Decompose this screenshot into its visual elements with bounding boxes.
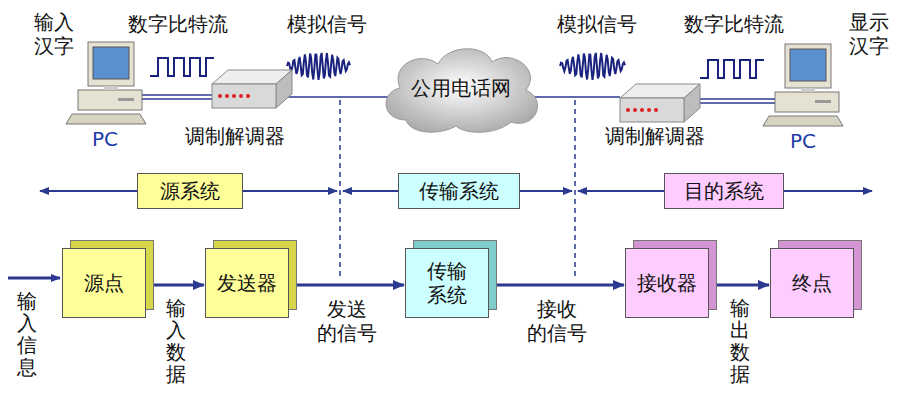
node-text: 公用电话网 [411,76,511,100]
cloud-node: 公用电话网 [376,40,546,135]
pc-icon [66,42,146,124]
text-label: 输入 汉字 [33,10,75,58]
flow-arrow [146,284,204,287]
system-tag: 传输系统 [398,173,520,209]
pc-icon [763,44,843,126]
text-label: 输入信息 [17,290,37,378]
digital-wave [150,58,214,76]
process-box: 传输 系统 [405,248,489,318]
text-label: 模拟信号 [287,12,367,36]
text-label: PC [92,127,118,151]
flow-arrow [289,284,404,287]
analog-wave [287,53,350,80]
node-text: 发送器 [217,271,277,295]
node-text: 传输 系统 [425,259,469,307]
node-text: 终点 [792,271,832,295]
text-label: 显示 汉字 [848,10,890,58]
node-text: 目的系统 [684,179,764,203]
node-text: 接收器 [637,271,697,295]
input-arrow [8,277,60,280]
flow-arrow [489,284,624,287]
text-label: 调制解调器 [185,124,285,148]
text-label: 调制解调器 [605,124,705,148]
modem-icon [212,70,292,108]
edge-label: 输入数据 [166,297,186,385]
modem-icon [620,84,700,122]
edge-label: 输出数据 [730,297,750,385]
digital-wave [700,60,764,78]
analog-wave [560,53,625,80]
flow-arrow [709,284,769,287]
node-text: 源点 [84,271,124,295]
system-tag: 源系统 [137,173,243,209]
text-label: PC [790,129,816,153]
text-label: 模拟信号 [557,12,637,36]
edge-label: 接收 的信号 [525,297,589,345]
process-box: 终点 [770,248,854,318]
node-text: 传输系统 [419,179,499,203]
text-label: 数字比特流 [128,12,228,36]
process-box: 接收器 [625,248,709,318]
process-box: 发送器 [205,248,289,318]
text-label: 数字比特流 [684,12,784,36]
edge-label: 发送 的信号 [315,297,379,345]
process-box: 源点 [62,248,146,318]
node-text: 源系统 [160,179,220,203]
system-tag: 目的系统 [664,173,784,209]
